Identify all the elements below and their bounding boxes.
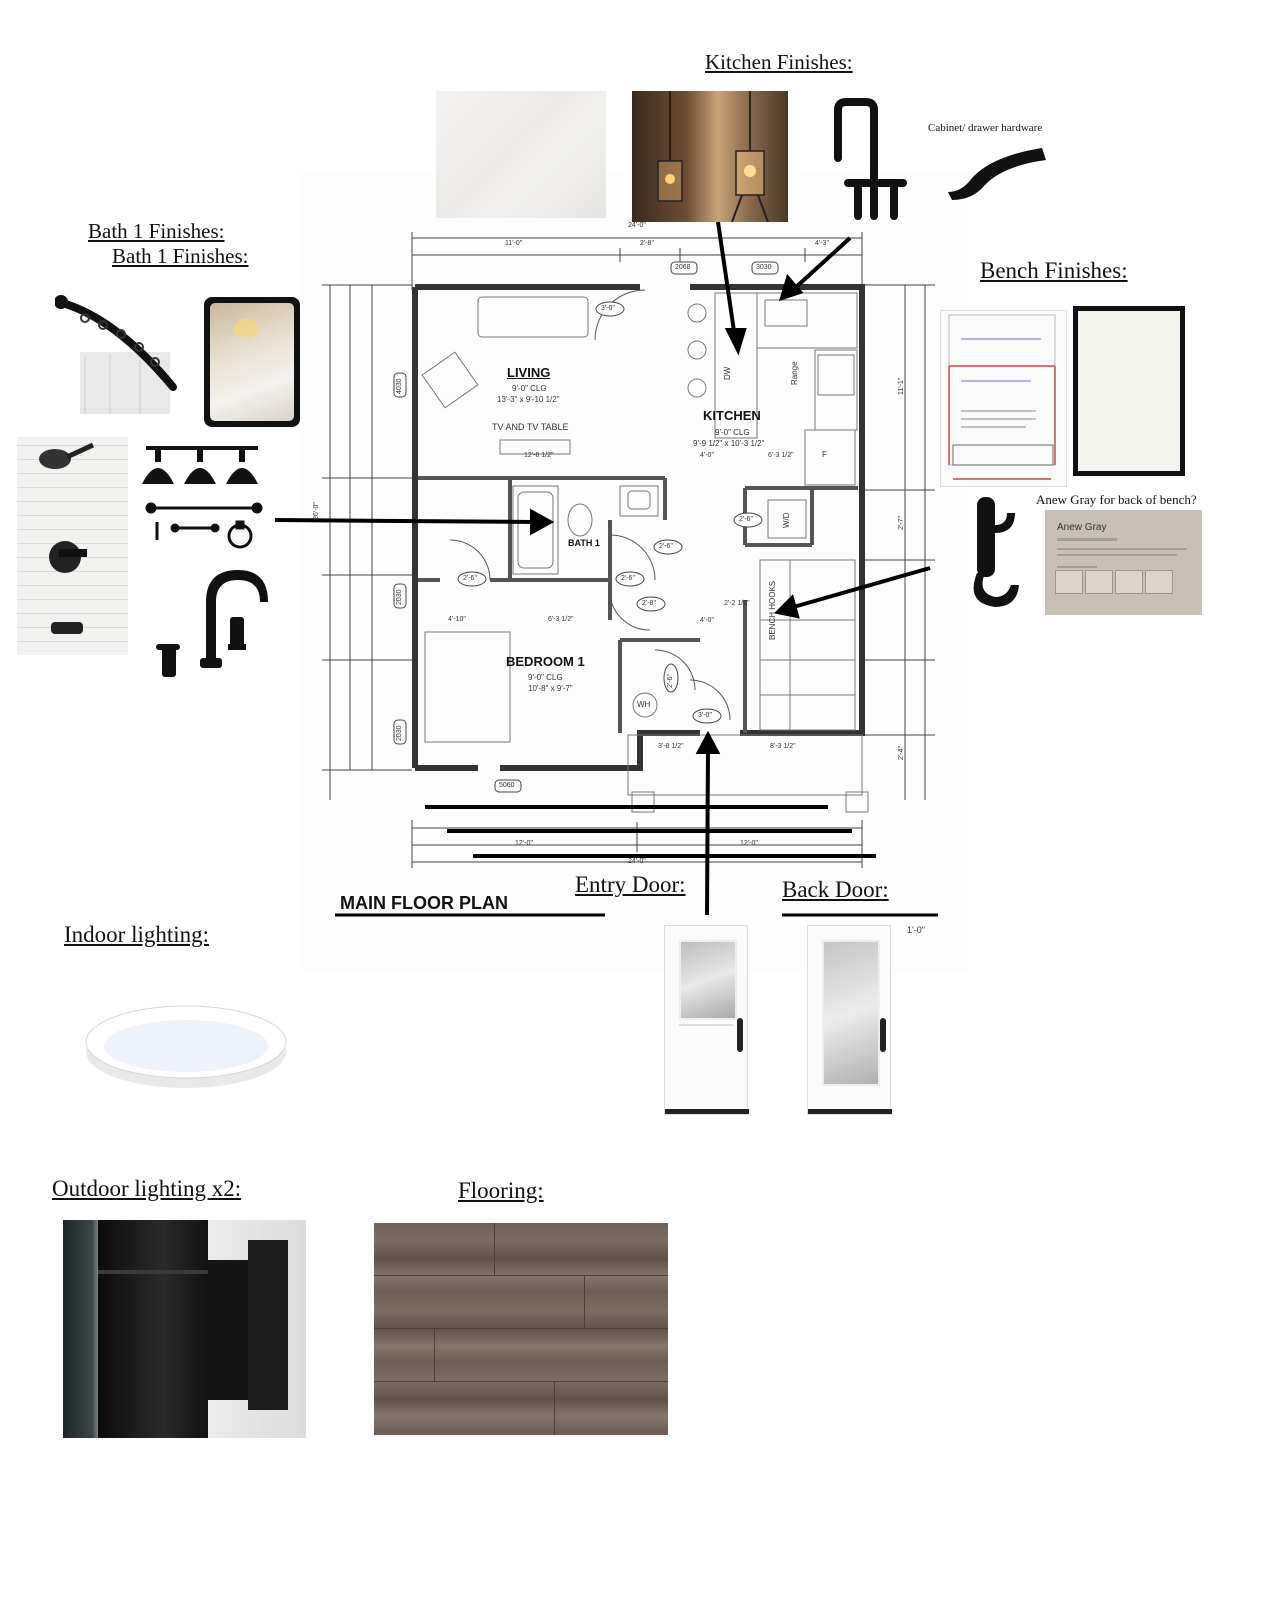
anew-gray-caption: Anew Gray for back of bench? (1036, 492, 1197, 507)
room-kitchen-ceiling: 9'-0" CLG (715, 428, 750, 437)
door-tag: 3'-0" (698, 712, 712, 719)
label-dishwasher: DW (723, 366, 732, 380)
floor-plan-title: MAIN FLOOR PLAN (340, 893, 508, 913)
room-living-note: TV AND TV TABLE (492, 422, 569, 432)
room-living-ceiling: 9'-0" CLG (512, 384, 547, 393)
label-fridge: F (822, 450, 827, 459)
label-range: Range (790, 361, 799, 385)
door-tag: 2'-6" (667, 674, 674, 688)
dim-kitch-b: 6'-3 1/2" (768, 452, 794, 459)
label-bench-hooks: BENCH HOOKS (768, 580, 777, 640)
dim-bottom-total: 24'-0" (628, 858, 646, 865)
wood-flooring-swatch (374, 1223, 668, 1435)
coat-hook-icon (973, 497, 1019, 607)
room-bath-name: BATH 1 (568, 538, 600, 548)
dim-porch-b: 8'-3 1/2" (770, 743, 796, 750)
sink-faucet-icon (156, 570, 268, 677)
curved-shower-rod-photo (54, 292, 180, 417)
shower-faucet-set-photo (17, 437, 128, 655)
dim-right-b: 2'-7" (898, 516, 905, 530)
dim-top-b: 2'-8" (640, 240, 654, 247)
outdoor-wall-light-photo (63, 1220, 306, 1438)
bath-finishes-heading: Bath 1 Finishes: (88, 219, 225, 243)
dim-bed-b: 6'-3 1/2" (548, 616, 574, 623)
dim-top-a: 11'-0" (505, 240, 523, 247)
dim-kitch-a: 4'-0" (700, 452, 714, 459)
dim-right-c: 2'-4" (898, 746, 905, 760)
back-door-heading: Back Door: (782, 877, 889, 902)
back-door-photo (807, 925, 892, 1115)
paint-card-name: Anew Gray (1057, 522, 1107, 533)
room-bedroom-ceiling: 9'-0" CLG (528, 673, 563, 682)
window-tag: 5060 (499, 782, 515, 789)
window-tag: 3030 (756, 264, 772, 271)
scale-note: 1'-0" (907, 925, 925, 935)
cabinet-pull-handle-icon (948, 148, 1046, 200)
window-tag: 2030 (396, 725, 403, 741)
kitchen-faucet-icon (834, 98, 907, 220)
door-tag: 3'-0" (601, 305, 615, 312)
label-water-heater: WH (637, 700, 651, 709)
window-tag: 4030 (396, 378, 403, 394)
door-tag: 2'-6" (621, 575, 635, 582)
anew-gray-paint-card: Anew Gray (1045, 510, 1202, 615)
dim-porch-a: 3'-8 1/2" (658, 743, 684, 750)
dim-left-total: 26'-0" (313, 502, 320, 520)
outdoor-lighting-heading: Outdoor lighting x2: (52, 1176, 242, 1201)
dim-bed-a: 4'-10" (448, 616, 466, 623)
vanity-light-icon (142, 446, 258, 484)
door-tag: 2'-6" (739, 516, 753, 523)
entry-door-heading: Entry Door: (575, 872, 686, 897)
dim-bottom-a: 12'-0" (515, 840, 533, 847)
hardware-caption: Cabinet/ drawer hardware (928, 122, 1043, 134)
dim-top-c: 4'-3" (815, 240, 829, 247)
bench-finishes-heading: Bench Finishes: (980, 258, 1128, 283)
quartz-countertop-swatch (436, 91, 606, 218)
kitchen-finishes-heading: Kitchen Finishes: (705, 50, 853, 74)
pendant-light-photo (632, 91, 788, 222)
room-living-size: 13'-3" x 9'-10 1/2" (497, 395, 560, 404)
dim-hall-a: 2'-2 1/2" (724, 600, 750, 607)
towel-bar-set-icon (145, 502, 263, 549)
dim-hall-b: 4'-0" (700, 617, 714, 624)
flooring-heading: Flooring: (458, 1178, 544, 1203)
bath-finishes-heading-duplicate: Bath 1 Finishes: (112, 244, 249, 268)
dim-right-a: 11'-1" (898, 377, 905, 395)
dim-bottom-b: 12'-0" (740, 840, 758, 847)
room-kitchen-name: KITCHEN (703, 408, 761, 423)
window-tag: 2068 (675, 264, 691, 271)
label-washer-dryer: W/D (782, 512, 791, 528)
indoor-lighting-heading: Indoor lighting: (64, 922, 210, 947)
room-kitchen-size: 9'-9 1/2" x 10'-3 1/2" (693, 439, 765, 448)
window-tag: 2030 (396, 589, 403, 605)
bench-sketch-drawing (940, 310, 1067, 487)
entry-door-photo (664, 925, 749, 1115)
door-tag: 2'-6" (463, 575, 477, 582)
room-bedroom-size: 10'-8" x 9'-7" (528, 684, 573, 693)
bathroom-mirror-photo (204, 297, 300, 427)
door-tag: 2'-8" (642, 600, 656, 607)
bench-cushion-swatch (1073, 306, 1185, 476)
dim-tv: 12'-8 1/2" (524, 452, 554, 459)
flush-mount-light-icon (85, 1005, 287, 1088)
room-living-name: LIVING (507, 365, 551, 380)
door-tag: 2'-6" (659, 543, 673, 550)
room-bedroom-name: BEDROOM 1 (506, 654, 585, 669)
dim-top-total: 24'-0" (628, 222, 646, 229)
